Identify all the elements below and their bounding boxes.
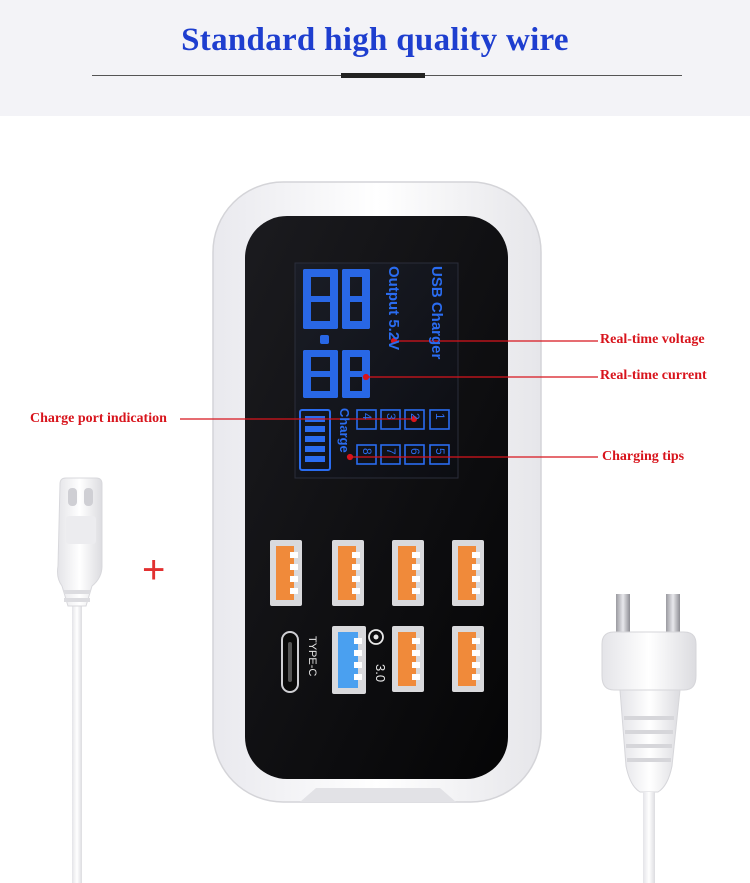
lcd-port-number: 4 [360, 413, 374, 420]
lcd-port-number: 7 [384, 448, 398, 455]
usb-ports-row-2 [281, 626, 484, 694]
title-divider-accent [341, 73, 425, 78]
plus-sign: + [142, 548, 166, 592]
lcd-port-number: 8 [360, 448, 374, 455]
us-power-plug [601, 594, 697, 883]
lcd-charge-text: Charge [337, 408, 352, 453]
product-scene: USB Charger Output 5.2V Charge TYPE-C 3.… [0, 116, 750, 883]
lcd-title-text: USB Charger [428, 266, 445, 360]
callout-port-indication: Charge port indication [30, 411, 167, 426]
c7-power-connector [57, 477, 103, 883]
page-title: Standard high quality wire [181, 22, 569, 58]
quick-charge-logo [368, 629, 384, 645]
callout-current: Real-time current [600, 368, 707, 383]
header-banner: Standard high quality wire [0, 0, 750, 116]
lcd-port-number: 1 [433, 413, 447, 420]
lcd-port-number: 3 [384, 413, 398, 420]
lcd-display [294, 262, 459, 479]
lcd-output-text: Output 5.2V [385, 266, 402, 351]
lcd-port-number: 6 [408, 448, 422, 455]
callout-lines [180, 337, 598, 461]
lcd-port-number: 5 [433, 448, 447, 455]
callout-charging-tips: Charging tips [602, 449, 685, 464]
lcd-port-number: 2 [408, 413, 422, 420]
usb-ports-row-1 [270, 540, 484, 606]
product-illustration [57, 181, 697, 883]
callout-voltage: Real-time voltage [600, 332, 705, 347]
quick-charge-label: 3.0 [373, 664, 388, 683]
typec-label: TYPE-C [306, 636, 318, 677]
